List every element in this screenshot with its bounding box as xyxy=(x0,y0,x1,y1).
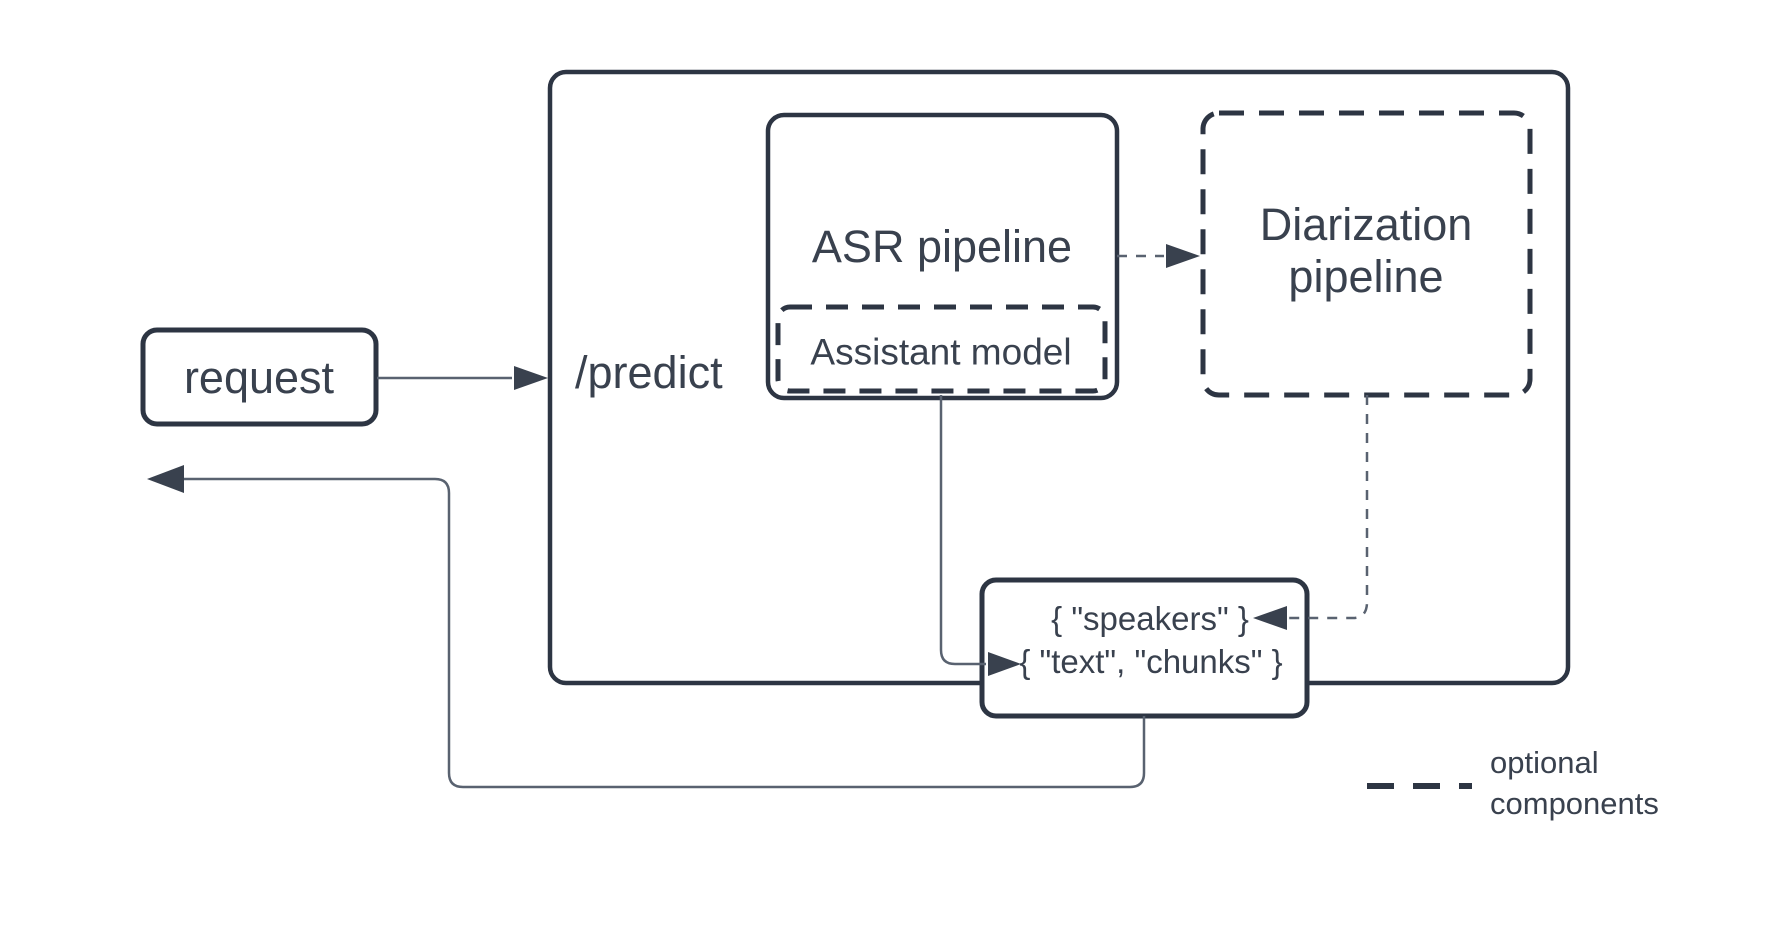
diarization-to-output-line xyxy=(1288,395,1369,620)
assistant-to-output-line xyxy=(939,395,986,666)
output-text-chunks-label: { "text", "chunks" } xyxy=(1019,642,1283,680)
predict-endpoint-label: /predict xyxy=(575,346,723,398)
assistant-model-label: Assistant model xyxy=(810,331,1072,373)
assistant-to-output-arrowhead-icon xyxy=(988,652,1021,676)
request-label: request xyxy=(183,351,335,403)
assistant-model-box xyxy=(775,304,1108,394)
output-speakers-label: { "speakers" } xyxy=(1051,599,1249,637)
diarization-to-output-arrowhead-icon xyxy=(1253,606,1287,630)
diarization-pipeline-label: Diarization pipeline xyxy=(1259,198,1473,302)
request-box xyxy=(140,327,379,427)
asr-to-diarization-arrowhead-icon xyxy=(1166,244,1200,268)
output-return-line xyxy=(184,477,1146,789)
output-return-arrowhead-icon xyxy=(147,465,184,493)
asr-pipeline-label: ASR pipeline xyxy=(811,220,1073,272)
legend-optional-components-label: optional components xyxy=(1490,744,1659,821)
request-to-predict-arrowhead-icon xyxy=(514,366,548,390)
